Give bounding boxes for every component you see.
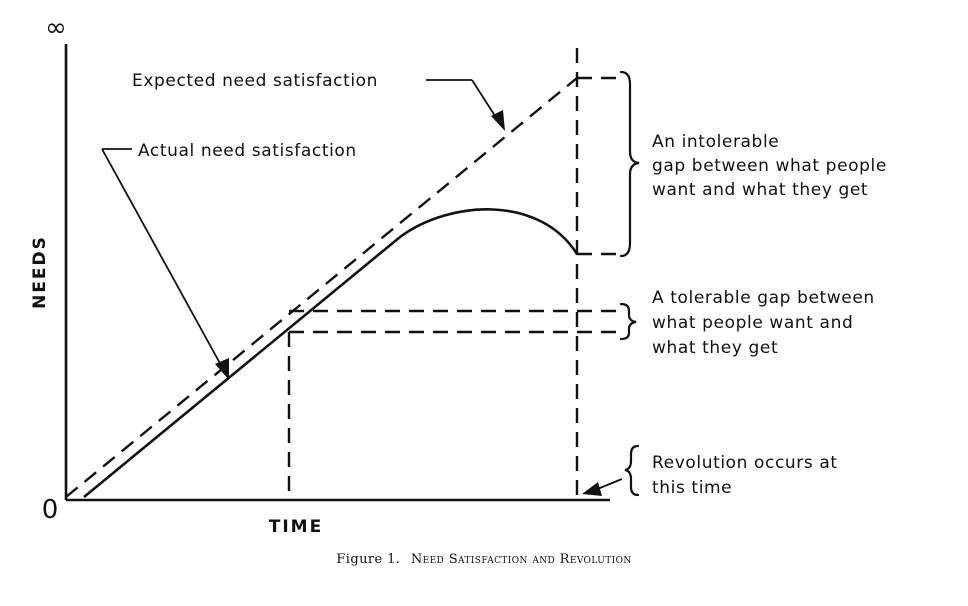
x-axis-label: TIME (269, 517, 323, 537)
revolution-arrow-icon (582, 482, 602, 496)
actual-need-label: Actual need satisfaction (138, 141, 357, 161)
intolerable-gap-label-line-3: want and what they get (652, 180, 868, 200)
expected-need-line (65, 77, 578, 498)
intolerable-gap-label-line-2: gap between what people (652, 156, 887, 176)
expected-arrow-icon (491, 110, 505, 131)
tolerable-gap-label-line-1: A tolerable gap between (652, 288, 875, 308)
tolerable-gap-label-line-2: what people want and (652, 313, 853, 333)
tolerable-gap-brace (619, 302, 637, 341)
actual-arrow-icon (215, 358, 229, 380)
figure-caption-number: Figure 1. (336, 552, 400, 567)
origin-label: 0 (42, 495, 59, 525)
y-axis-infinity-label: ∞ (45, 13, 67, 43)
expected-need-label: Expected need satisfaction (132, 71, 378, 91)
tolerable-gap-label-line-3: what they get (652, 338, 778, 358)
figure-caption: Figure 1. Need Satisfaction and Revoluti… (336, 552, 631, 567)
revolution-label-line-2: this time (652, 478, 732, 498)
expected-leader-diagonal (471, 79, 498, 120)
y-axis-label: NEEDS (30, 235, 50, 309)
intolerable-gap-brace (619, 70, 640, 258)
actual-need-curve (83, 208, 579, 499)
revolution-label-line-1: Revolution occurs at (652, 453, 838, 473)
actual-leader-diagonal (101, 148, 223, 368)
revolution-brace (624, 444, 640, 497)
figure-caption-title: Need Satisfaction and Revolution (411, 552, 632, 567)
intolerable-gap-label-line-1: An intolerable (652, 132, 779, 152)
